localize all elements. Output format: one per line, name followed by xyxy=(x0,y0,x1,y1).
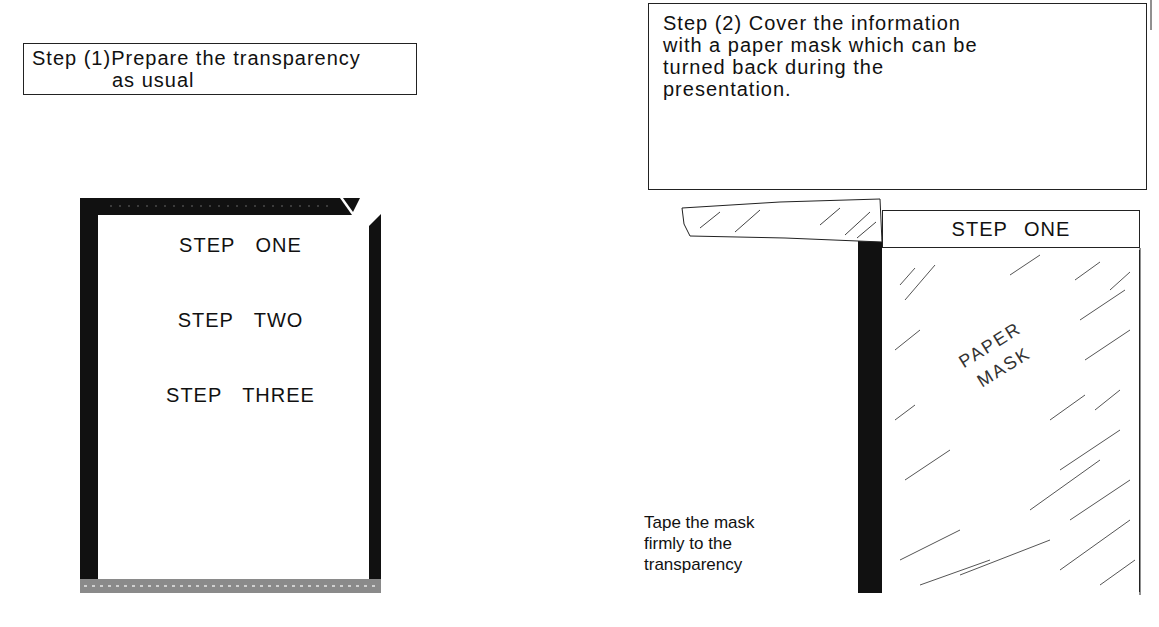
mask-hatch xyxy=(905,265,935,300)
transparency-sheet: STEP ONE STEP TWO STEP THREE xyxy=(80,198,381,593)
frame-bottom-edge xyxy=(80,579,381,593)
step-caption-box: Step (2) Cover the information with a pa… xyxy=(648,3,1147,190)
mask-hatch xyxy=(1030,460,1100,510)
tape-hatch xyxy=(845,212,870,235)
frame-right-edge xyxy=(369,226,381,593)
folded-corner xyxy=(343,198,360,212)
mask-hatch xyxy=(1110,272,1130,290)
tape-hatch xyxy=(857,222,876,238)
frame-left-edge xyxy=(80,198,98,593)
transparency-edge xyxy=(858,238,882,593)
paper-mask: PAPER MASK xyxy=(882,250,1140,592)
mask-hatch xyxy=(1010,255,1040,275)
node-text: STEP THREE xyxy=(80,382,381,408)
mask-hatch xyxy=(895,405,915,420)
mask-hatch xyxy=(895,330,920,350)
frame-texture xyxy=(84,585,377,587)
folded-corner xyxy=(369,214,381,226)
node-text: STEP TWO xyxy=(80,307,381,333)
node-text: STEP ONE xyxy=(80,232,381,258)
mask-hatch xyxy=(1060,430,1120,470)
mask-hatch xyxy=(1080,290,1125,320)
mask-hatch xyxy=(1095,390,1120,410)
note-text: Tape the mask firmly to the transparency xyxy=(644,512,769,575)
mask-hatch xyxy=(1050,395,1085,420)
mask-hatch xyxy=(905,450,950,480)
adhesive-tape xyxy=(682,199,882,242)
frame-top-edge xyxy=(80,198,352,215)
tape-hatch xyxy=(735,210,760,232)
mask-hatch xyxy=(960,540,1050,575)
node-text: STEP ONE xyxy=(883,211,1139,247)
border-line xyxy=(1151,0,1152,30)
frame-texture xyxy=(110,206,330,207)
mask-hatch xyxy=(1075,262,1100,280)
node-text: Step (2) Cover the information with a pa… xyxy=(663,12,996,100)
mask-hatch xyxy=(900,268,915,285)
mask-hatch xyxy=(1060,520,1130,570)
mask-hatch xyxy=(1070,480,1130,520)
visible-strip: STEP ONE xyxy=(882,210,1140,248)
mask-hatch xyxy=(1100,560,1135,585)
node-text: PAPER MASK xyxy=(945,310,1049,402)
tape-hatch xyxy=(700,212,720,228)
tape-hatch xyxy=(820,208,840,225)
node-text: Step (1)Prepare the transparency as usua… xyxy=(112,47,377,91)
mask-hatch xyxy=(920,560,990,585)
step-caption-box: Step (1)Prepare the transparency as usua… xyxy=(23,43,417,95)
mask-hatch xyxy=(1085,330,1130,360)
mask-hatch xyxy=(900,530,960,560)
